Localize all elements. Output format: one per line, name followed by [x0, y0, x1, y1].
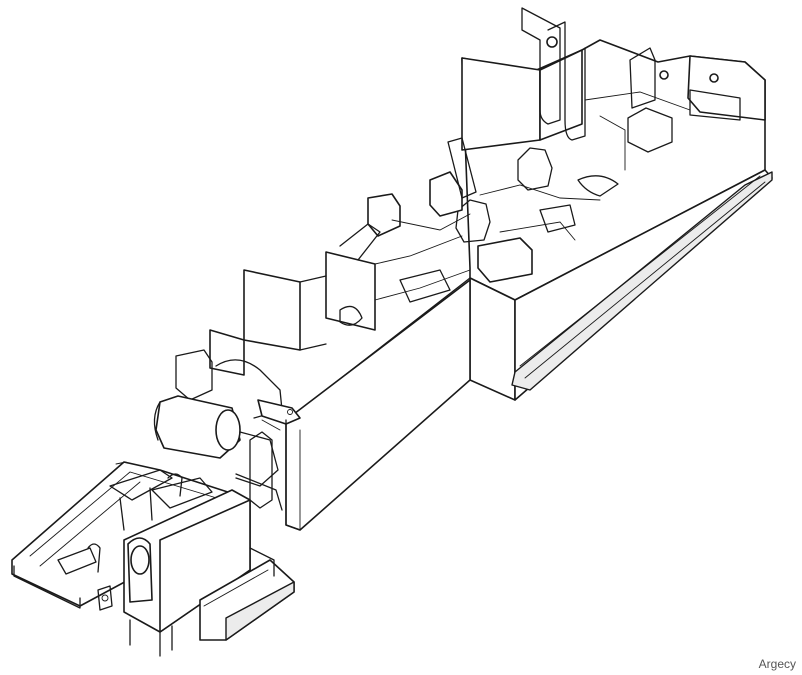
middle-section — [243, 193, 471, 531]
front-tray — [11, 461, 241, 609]
bottom-chute — [199, 547, 295, 641]
center-clips — [429, 137, 601, 283]
right-housing — [461, 7, 773, 401]
watermark-text: Argecy — [758, 657, 796, 671]
left-section — [153, 329, 301, 487]
front-block — [97, 489, 251, 657]
connector-bracket — [235, 419, 301, 531]
